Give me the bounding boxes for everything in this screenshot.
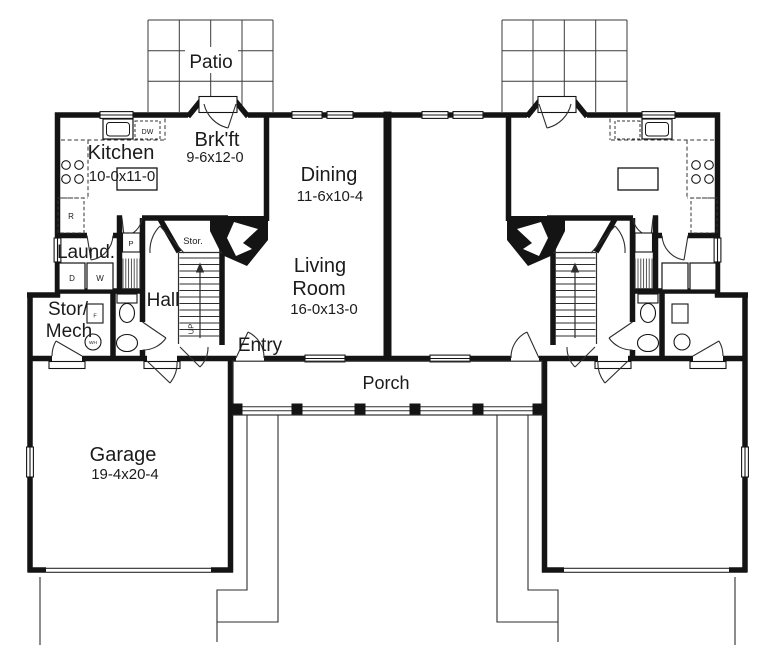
room-label-stormech-2: Mech [46, 321, 92, 342]
fixture-label-dryer: D [69, 274, 75, 283]
room-dims-living: 16-0x13-0 [290, 301, 358, 318]
patio-label-patch [185, 47, 238, 73]
fixture-label-refrigerator: R [68, 212, 74, 221]
porch-post [291, 403, 303, 415]
porch [231, 360, 544, 416]
room-label-porch: Porch [362, 373, 409, 393]
fixture-label-dishwasher: DW [142, 129, 154, 136]
fixture-label-pantry: P [128, 239, 133, 248]
porch-post [409, 403, 421, 415]
room-dims-garage: 19-4x20-4 [91, 466, 159, 483]
room-dims-dining: 11-6x10-4 [297, 188, 363, 205]
room-label-garage: Garage [90, 444, 157, 466]
room-label-entry: Entry [238, 335, 283, 356]
room-dims-breakfast: 9-6x12-0 [186, 150, 243, 166]
room-label-breakfast: Brk'ft [195, 129, 240, 151]
fixture-label-furnace: F [93, 314, 97, 320]
room-label-living-1: Living [294, 255, 346, 277]
room-label-laundry: Laund. [57, 242, 115, 263]
room-label-kitchen: Kitchen [88, 142, 155, 164]
porch-railing [237, 406, 538, 412]
fixture-label-washer: W [96, 274, 104, 283]
party-wall [383, 111, 392, 362]
porch-posts [231, 403, 544, 415]
porch-post [231, 403, 243, 415]
room-label-stormech-1: Stor/ [48, 299, 89, 320]
room-label-patio: Patio [189, 52, 232, 73]
porch-post [472, 403, 484, 415]
room-dims-kitchen: 10-0x11-0 [89, 168, 155, 185]
porch-slab [232, 360, 543, 416]
room-label-living-2: Room [292, 278, 345, 300]
stair-up-label: UP [187, 324, 196, 334]
room-label-dining: Dining [301, 164, 358, 186]
room-label-hall: Hall [147, 290, 180, 311]
right-unit [387, 20, 748, 645]
fixture-label-water-heater: WH [89, 340, 98, 346]
room-label-stair-storage: Stor. [183, 236, 203, 247]
porch-post [354, 403, 366, 415]
porch-post [532, 403, 544, 415]
labels: Patio Kitchen 10-0x11-0 Brk'ft 9-6x12-0 … [46, 47, 410, 483]
